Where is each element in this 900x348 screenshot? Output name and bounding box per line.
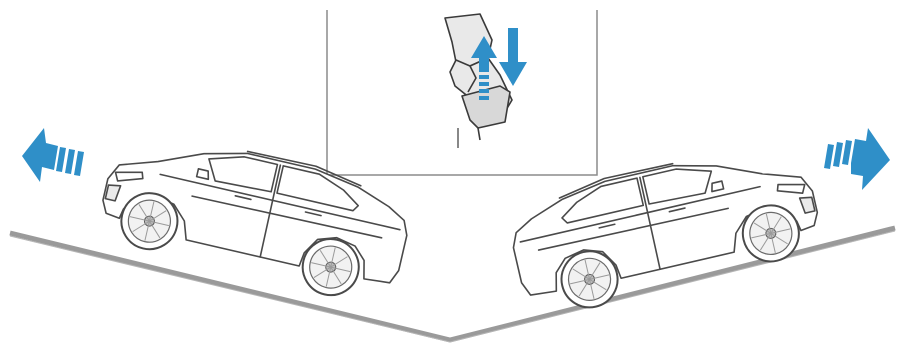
arrow-left-icon xyxy=(22,128,84,182)
arrow-right-icon xyxy=(824,128,890,190)
pedal-inset xyxy=(327,10,597,175)
